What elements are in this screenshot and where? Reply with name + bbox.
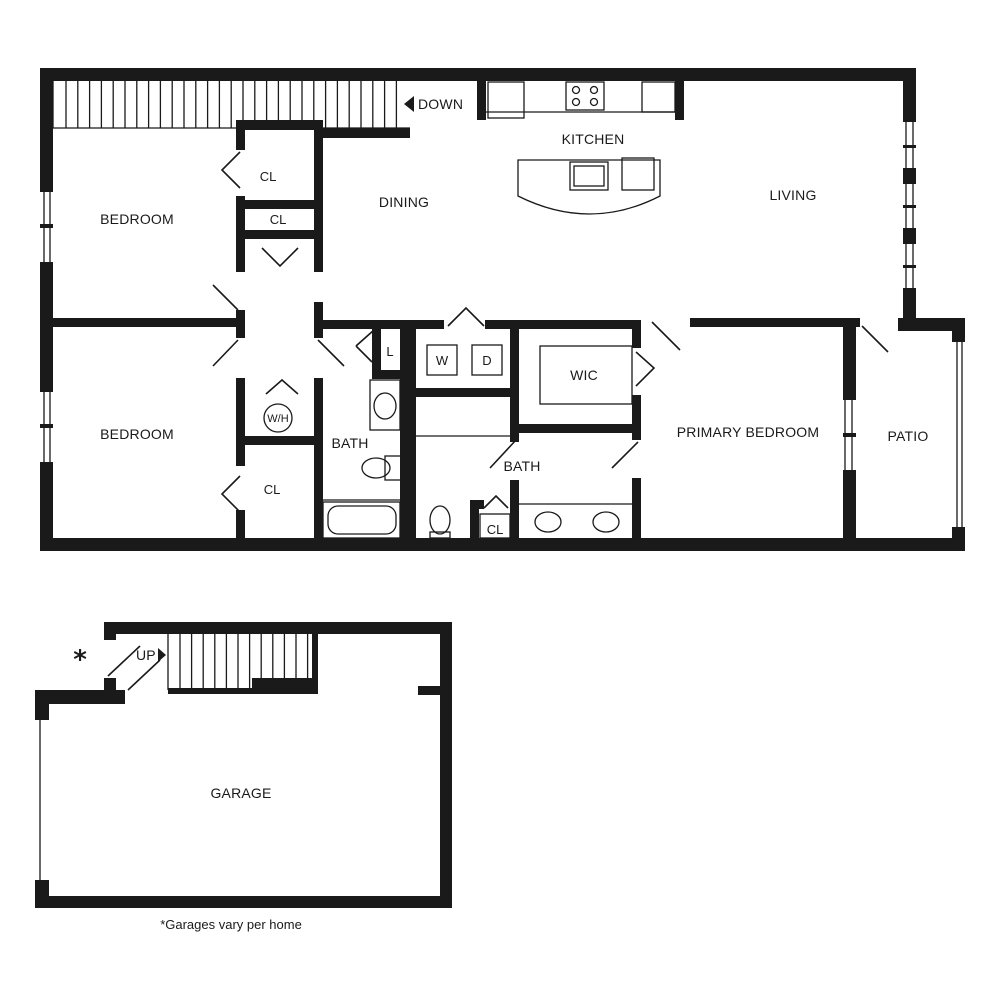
sink-icon [534, 511, 562, 533]
water-heater-icon [263, 403, 293, 433]
bath-2-fixtures [429, 503, 632, 539]
exterior-walls [40, 68, 965, 551]
washer-icon [426, 344, 458, 376]
toilet-icon [429, 505, 451, 535]
arrow-left-icon [404, 96, 414, 112]
room-label-bedroom-2: BEDROOM [100, 426, 174, 442]
stairs-up[interactable] [167, 634, 318, 694]
room-label-garage: GARAGE [210, 785, 271, 801]
asterisk-mark: * [73, 645, 87, 675]
room-label-patio: PATIO [888, 428, 929, 444]
toilet-icon [361, 457, 391, 479]
stairs-down-label: DOWN [418, 96, 463, 112]
room-label-washer: W [436, 353, 449, 368]
room-label-primary-bedroom: PRIMARY BEDROOM [677, 424, 820, 440]
room-label-dining: DINING [379, 194, 429, 210]
room-label-water-heater: W/H [267, 413, 288, 425]
garage-walls [35, 622, 452, 908]
dryer-icon [471, 344, 503, 376]
room-label-closet-4: CL [487, 522, 504, 537]
room-label-living: LIVING [769, 187, 816, 203]
room-label-closet-3: CL [264, 482, 281, 497]
room-label-dryer: D [482, 353, 491, 368]
doors [212, 151, 889, 513]
kitchen-fixtures [486, 81, 676, 215]
stairs-down[interactable] [52, 81, 410, 129]
sink-icon [373, 392, 397, 420]
stove-icon [565, 81, 605, 111]
kitchen-island [517, 159, 661, 215]
room-label-linen: L [386, 344, 393, 359]
bath-1-fixtures [322, 379, 402, 539]
interior-walls [53, 76, 860, 542]
room-label-bath-2: BATH [503, 458, 540, 474]
room-label-bedroom-1: BEDROOM [100, 211, 174, 227]
sink-icon [592, 511, 620, 533]
arrow-right-icon [158, 648, 166, 662]
room-label-wic: WIC [570, 367, 598, 383]
garage-note: *Garages vary per home [160, 917, 302, 932]
windows [40, 122, 963, 527]
stairs-up-label: UP [136, 647, 156, 663]
room-label-kitchen: KITCHEN [562, 131, 625, 147]
room-label-closet-1: CL [260, 169, 277, 184]
bathtub-icon [322, 501, 401, 539]
room-label-closet-2: CL [270, 212, 287, 227]
sink-icon [569, 161, 609, 191]
room-label-bath-1: BATH [331, 435, 368, 451]
